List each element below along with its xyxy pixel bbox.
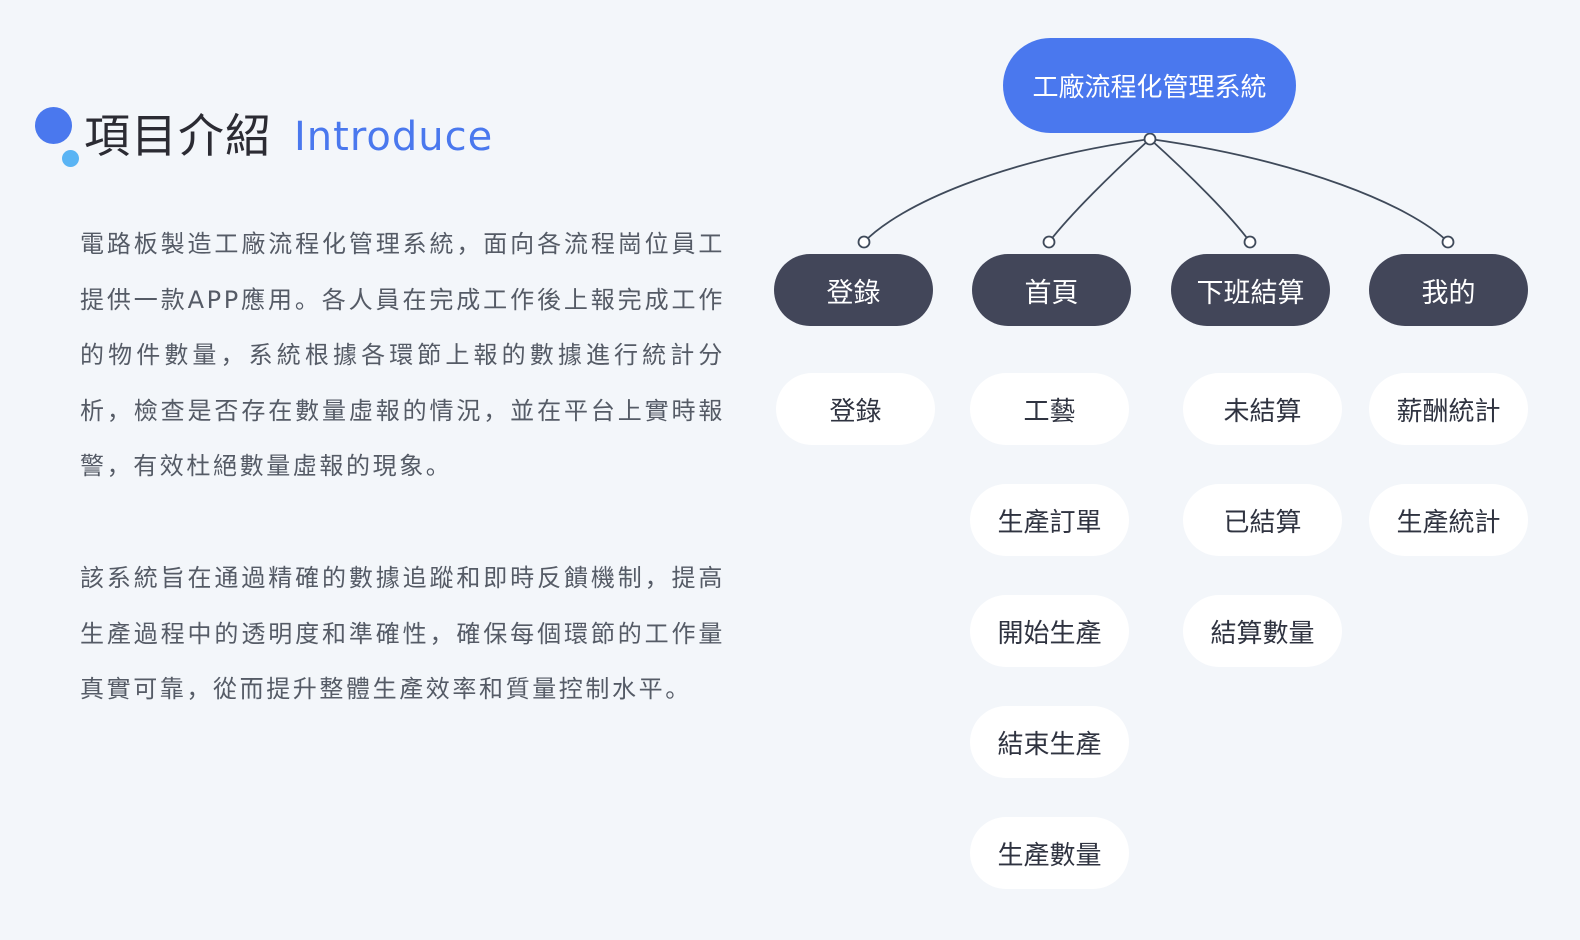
page-subtitle: Introduce bbox=[294, 114, 494, 160]
connector-node bbox=[1243, 235, 1257, 249]
connector-node bbox=[1042, 235, 1056, 249]
decor-dot-large bbox=[35, 107, 72, 144]
category-node-mine: 我的 bbox=[1369, 254, 1528, 326]
connector-node bbox=[857, 235, 871, 249]
connector-node-root bbox=[1143, 132, 1157, 146]
intro-paragraph-1: 電路板製造工廠流程化管理系統，面向各流程崗位員工提供一款APP應用。各人員在完成… bbox=[80, 230, 725, 480]
leaf-node-end-production: 結束生產 bbox=[970, 706, 1129, 778]
leaf-node-login: 登錄 bbox=[776, 373, 935, 445]
leaf-node-start-production: 開始生產 bbox=[970, 595, 1129, 667]
connector-line bbox=[1149, 138, 1251, 243]
tree-root-node: 工廠流程化管理系統 bbox=[1003, 38, 1296, 133]
connector-line bbox=[863, 138, 1151, 243]
connector-node bbox=[1441, 235, 1455, 249]
intro-paragraph-2: 該系統旨在通過精確的數據追蹤和即時反饋機制，提高生產過程中的透明度和準確性，確保… bbox=[80, 564, 725, 703]
leaf-node-salary-stats: 薪酬統計 bbox=[1369, 373, 1528, 445]
connector-line bbox=[1048, 138, 1151, 243]
leaf-node-settlement-quantity: 結算數量 bbox=[1183, 595, 1342, 667]
category-node-home: 首頁 bbox=[972, 254, 1131, 326]
leaf-node-unsettled: 未結算 bbox=[1183, 373, 1342, 445]
page-title: 項目介紹 bbox=[84, 109, 272, 163]
leaf-node-production-stats: 生產統計 bbox=[1369, 484, 1528, 556]
category-node-login: 登錄 bbox=[774, 254, 933, 326]
leaf-node-production-order: 生產訂單 bbox=[970, 484, 1129, 556]
leaf-node-production-quantity: 生產數量 bbox=[970, 817, 1129, 889]
leaf-node-craft: 工藝 bbox=[970, 373, 1129, 445]
connector-line bbox=[1149, 138, 1449, 243]
leaf-node-settled: 已結算 bbox=[1183, 484, 1342, 556]
category-node-settlement: 下班結算 bbox=[1171, 254, 1330, 326]
decor-dot-small bbox=[62, 150, 79, 167]
